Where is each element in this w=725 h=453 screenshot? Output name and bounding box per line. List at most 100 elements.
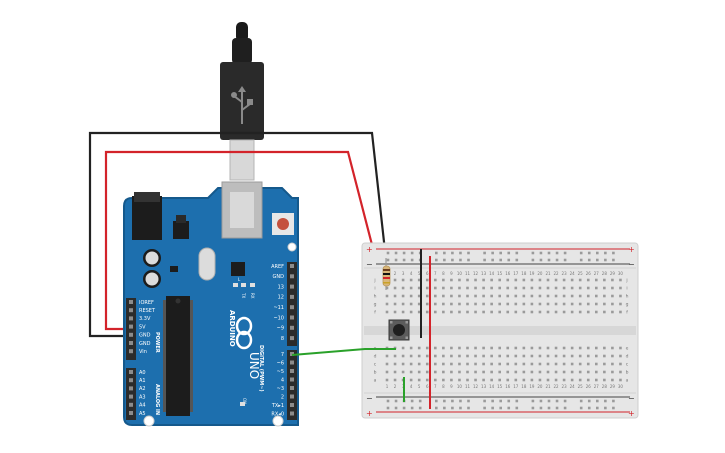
breadboard-hole[interactable] [604, 251, 607, 255]
breadboard-hole[interactable] [483, 258, 486, 262]
breadboard-hole[interactable] [586, 370, 590, 374]
breadboard-hole[interactable] [450, 294, 453, 298]
breadboard-hole[interactable] [474, 278, 477, 282]
header-pin[interactable] [129, 402, 133, 407]
header-pin[interactable] [129, 300, 133, 304]
breadboard-hole[interactable] [450, 310, 453, 314]
header-pin[interactable] [290, 394, 294, 399]
breadboard-hole[interactable] [459, 251, 462, 255]
breadboard-hole[interactable] [530, 346, 534, 350]
breadboard-hole[interactable] [570, 286, 574, 290]
breadboard-hole[interactable] [401, 278, 405, 282]
breadboard-hole[interactable] [506, 354, 510, 358]
breadboard-hole[interactable] [490, 294, 493, 298]
breadboard-hole[interactable] [417, 370, 421, 374]
pushbutton[interactable] [388, 319, 410, 341]
breadboard-hole[interactable] [458, 302, 461, 306]
breadboard-hole[interactable] [498, 310, 501, 314]
breadboard-hole[interactable] [466, 378, 469, 382]
breadboard-hole[interactable] [603, 378, 606, 382]
breadboard-hole[interactable] [442, 346, 445, 350]
header-pin[interactable] [129, 316, 133, 321]
breadboard-hole[interactable] [409, 346, 413, 350]
breadboard-hole[interactable] [393, 302, 397, 306]
breadboard-hole[interactable] [555, 406, 559, 410]
breadboard-hole[interactable] [443, 251, 446, 255]
breadboard-hole[interactable] [546, 302, 550, 306]
header-pin[interactable] [129, 308, 133, 313]
breadboard-hole[interactable] [586, 362, 590, 366]
breadboard-hole[interactable] [458, 378, 461, 382]
breadboard-hole[interactable] [547, 399, 551, 403]
breadboard-hole[interactable] [385, 294, 389, 298]
breadboard-hole[interactable] [442, 362, 445, 366]
breadboard-hole[interactable] [603, 310, 606, 314]
breadboard-hole[interactable] [570, 294, 574, 298]
breadboard-hole[interactable] [442, 378, 445, 382]
breadboard-hole[interactable] [393, 354, 397, 358]
breadboard-hole[interactable] [612, 258, 615, 262]
breadboard-hole[interactable] [546, 370, 550, 374]
breadboard-hole[interactable] [450, 278, 453, 282]
breadboard-hole[interactable] [443, 406, 446, 410]
breadboard-hole[interactable] [522, 286, 526, 290]
breadboard-hole[interactable] [498, 378, 501, 382]
breadboard-hole[interactable] [595, 286, 598, 290]
header-pin[interactable] [129, 370, 133, 374]
breadboard-hole[interactable] [619, 378, 622, 382]
breadboard-hole[interactable] [425, 278, 429, 282]
breadboard-hole[interactable] [570, 362, 574, 366]
breadboard-hole[interactable] [579, 251, 583, 255]
breadboard-hole[interactable] [619, 310, 622, 314]
breadboard-hole[interactable] [538, 354, 542, 358]
breadboard-hole[interactable] [466, 362, 469, 366]
breadboard-hole[interactable] [490, 378, 493, 382]
breadboard-hole[interactable] [579, 399, 583, 403]
breadboard-hole[interactable] [466, 286, 469, 290]
breadboard-hole[interactable] [459, 406, 462, 410]
breadboard-hole[interactable] [459, 258, 462, 262]
breadboard-hole[interactable] [563, 399, 567, 403]
breadboard-hole[interactable] [498, 286, 501, 290]
breadboard-hole[interactable] [506, 310, 510, 314]
header-pin[interactable] [290, 336, 294, 341]
header-pin[interactable] [129, 332, 133, 337]
breadboard-hole[interactable] [434, 278, 437, 282]
breadboard-hole[interactable] [482, 278, 485, 282]
breadboard-hole[interactable] [425, 354, 429, 358]
breadboard-hole[interactable] [612, 406, 615, 410]
breadboard-hole[interactable] [442, 294, 445, 298]
header-pin[interactable] [290, 284, 294, 289]
breadboard-hole[interactable] [443, 399, 446, 403]
breadboard-hole[interactable] [562, 370, 566, 374]
breadboard-hole[interactable] [417, 378, 421, 382]
breadboard-hole[interactable] [611, 310, 614, 314]
breadboard-hole[interactable] [474, 302, 477, 306]
breadboard-hole[interactable] [425, 378, 429, 382]
breadboard-hole[interactable] [409, 310, 413, 314]
breadboard-hole[interactable] [394, 251, 398, 255]
breadboard-hole[interactable] [443, 258, 446, 262]
breadboard-hole[interactable] [546, 346, 550, 350]
header-pin[interactable] [290, 264, 294, 268]
breadboard-hole[interactable] [514, 346, 518, 350]
breadboard-hole[interactable] [587, 399, 591, 403]
header-pin[interactable] [290, 377, 294, 382]
breadboard-hole[interactable] [386, 258, 390, 262]
breadboard-hole[interactable] [451, 251, 454, 255]
breadboard-hole[interactable] [595, 278, 598, 282]
breadboard-hole[interactable] [530, 362, 534, 366]
breadboard-hole[interactable] [409, 302, 413, 306]
breadboard-hole[interactable] [603, 294, 606, 298]
breadboard-hole[interactable] [522, 310, 526, 314]
breadboard-hole[interactable] [498, 370, 501, 374]
breadboard-hole[interactable] [546, 278, 550, 282]
breadboard-hole[interactable] [506, 294, 510, 298]
breadboard-hole[interactable] [482, 294, 485, 298]
breadboard-hole[interactable] [611, 302, 614, 306]
header-pin[interactable] [129, 378, 133, 383]
breadboard-hole[interactable] [482, 310, 485, 314]
breadboard-hole[interactable] [596, 406, 599, 410]
breadboard-hole[interactable] [611, 294, 614, 298]
breadboard-hole[interactable] [595, 310, 598, 314]
